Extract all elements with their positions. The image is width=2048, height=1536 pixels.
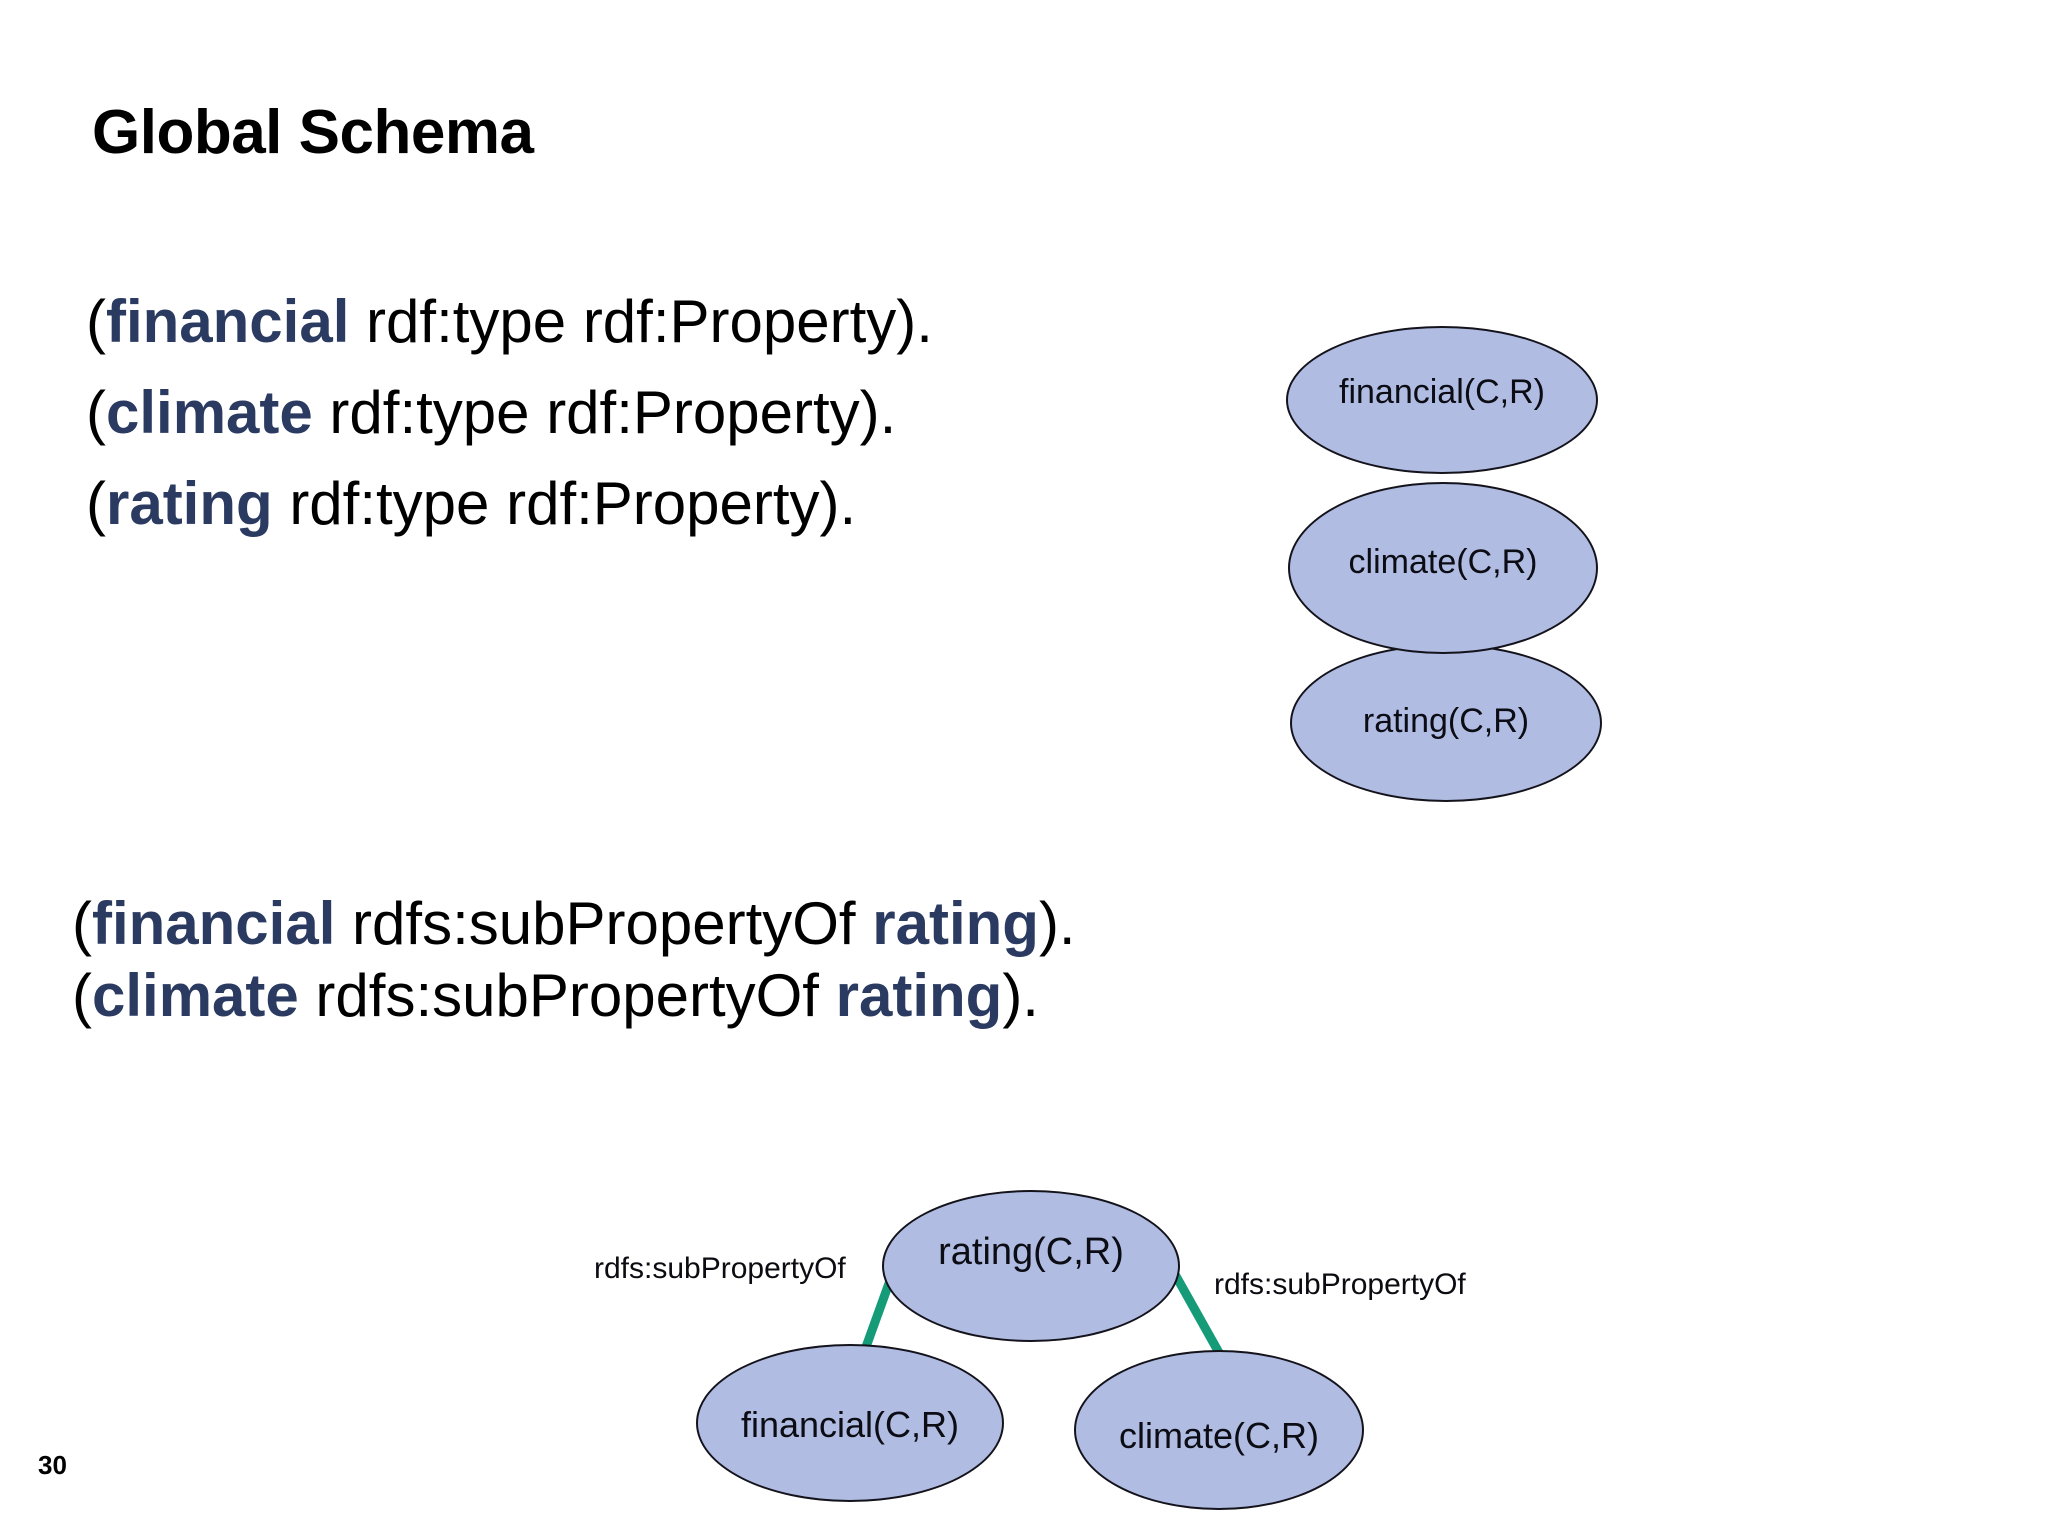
- hierarchy-node-rating: rating(C,R): [882, 1190, 1180, 1342]
- node-label: financial(C,R): [740, 1404, 960, 1445]
- property-node-rating: rating(C,R): [1290, 644, 1602, 802]
- paren-open: (: [72, 962, 92, 1029]
- statement-subject: financial: [91, 890, 336, 957]
- statement-predicate: rdfs:subPropertyOf: [335, 890, 873, 957]
- hierarchy-node-climate: climate(C,R): [1074, 1350, 1364, 1510]
- paren-open: (: [86, 379, 106, 447]
- statement-subject: climate: [105, 379, 313, 447]
- node-label: rating(C,R): [1362, 702, 1530, 740]
- paren-close: ).: [896, 288, 933, 355]
- page-title: Global Schema: [92, 98, 534, 167]
- statement-line: (rating rdf:type rdf:Property).: [86, 458, 933, 549]
- statement-predicate: rdfs:subPropertyOf: [298, 962, 836, 1029]
- page-number: 30: [38, 1450, 67, 1480]
- statement-line: (climate rdf:type rdf:Property).: [86, 367, 933, 458]
- statement-object: rating: [872, 890, 1039, 957]
- statement-line: (climate rdfs:subPropertyOf rating).: [72, 960, 1076, 1032]
- statement-subject: financial: [105, 288, 350, 355]
- node-label: financial(C,R): [1339, 373, 1545, 411]
- statement-subject: climate: [91, 962, 299, 1029]
- paren-open: (: [72, 890, 92, 957]
- node-label: climate(C,R): [1118, 1415, 1319, 1456]
- paren-open: (: [86, 288, 106, 355]
- paren-close: ).: [859, 379, 897, 447]
- rdf-type-statement-block: (financial rdf:type rdf:Property). (clim…: [86, 276, 933, 550]
- paren-close: ).: [1038, 890, 1076, 957]
- statement-subject: rating: [105, 470, 273, 538]
- statement-predicate-object: rdf:type rdf:Property: [349, 288, 897, 355]
- statement-predicate-object: rdf:type rdf:Property: [272, 470, 820, 538]
- edge-label-climate: rdfs:subPropertyOf: [1214, 1268, 1466, 1301]
- statement-predicate-object: rdf:type rdf:Property: [312, 379, 860, 447]
- edge-label-financial: rdfs:subPropertyOf: [594, 1252, 846, 1285]
- paren-close: ).: [819, 470, 857, 538]
- statement-line: (financial rdfs:subPropertyOf rating).: [72, 888, 1076, 960]
- hierarchy-node-financial: financial(C,R): [696, 1344, 1004, 1502]
- statement-line: (financial rdf:type rdf:Property).: [86, 276, 933, 367]
- property-node-financial: financial(C,R): [1286, 326, 1598, 474]
- paren-close: ).: [1002, 962, 1039, 1029]
- node-label: climate(C,R): [1348, 543, 1538, 581]
- property-node-climate: climate(C,R): [1288, 482, 1598, 654]
- rdfs-subpropertyof-statement-block: (financial rdfs:subPropertyOf rating). (…: [72, 888, 1076, 1032]
- node-label: rating(C,R): [938, 1231, 1124, 1273]
- paren-open: (: [86, 470, 106, 538]
- statement-object: rating: [835, 962, 1003, 1029]
